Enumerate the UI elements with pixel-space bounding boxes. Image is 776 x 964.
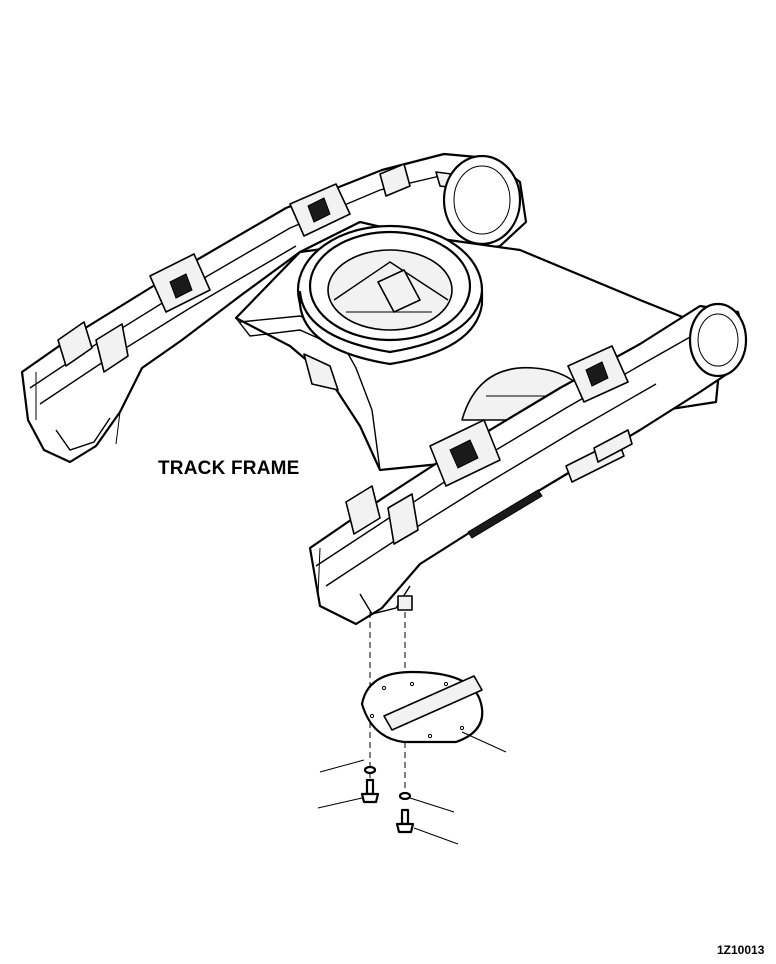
washers <box>319 759 455 813</box>
track-frame-label: TRACK FRAME <box>158 458 300 479</box>
figure-code: 1Z10013 <box>717 943 765 957</box>
swing-bearing-ring <box>296 224 484 366</box>
bolts <box>317 778 459 845</box>
right-side-frame <box>308 302 748 626</box>
cover-plate <box>360 670 507 753</box>
